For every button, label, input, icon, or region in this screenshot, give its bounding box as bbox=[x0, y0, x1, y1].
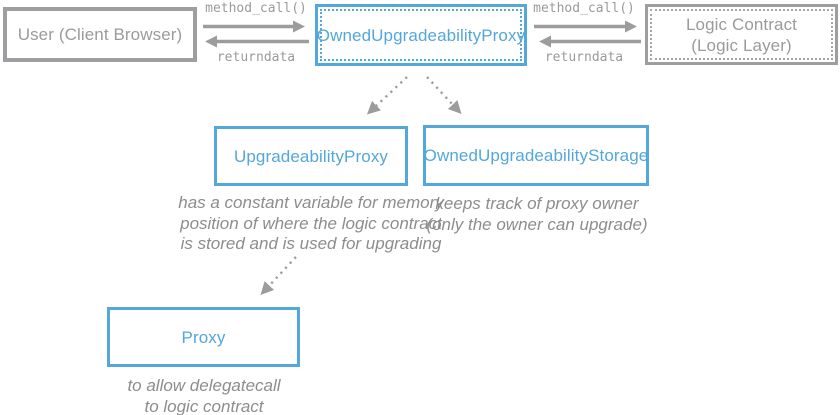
node-owned-storage-label: OwnedUpgradeabilityStorage bbox=[423, 146, 649, 165]
node-owned-proxy-label: OwnedUpgradeabilityProxy bbox=[316, 25, 526, 45]
arrow-owned-proxy-to-owned-storage bbox=[426, 76, 462, 115]
node-upgradeability-proxy-label: UpgradeabilityProxy bbox=[233, 146, 389, 166]
node-logic-contract: Logic Contract (Logic Layer) bbox=[645, 4, 838, 65]
node-proxy: Proxy bbox=[107, 307, 300, 367]
note-upgradeability-proxy: has a constant variable for memory posit… bbox=[178, 193, 444, 253]
node-logic-contract-label: Logic Contract (Logic Layer) bbox=[685, 14, 797, 55]
edge-label-right-method-call: method_call() bbox=[533, 1, 635, 16]
edge-label-left-returndata: returndata bbox=[216, 50, 296, 65]
node-proxy-label: Proxy bbox=[181, 327, 226, 347]
node-owned-upgradeability-proxy: OwnedUpgradeabilityProxy bbox=[315, 4, 527, 66]
arrow-upgradeability-proxy-to-proxy bbox=[260, 256, 297, 296]
note-proxy: to allow delegatecall to logic contract bbox=[127, 376, 281, 415]
node-user-label: User (Client Browser) bbox=[17, 25, 183, 44]
arrow-owned-proxy-to-upgradeability-proxy bbox=[366, 76, 408, 115]
edge-label-right-returndata: returndata bbox=[544, 50, 624, 65]
node-user-client-browser: User (Client Browser) bbox=[3, 7, 197, 62]
node-owned-upgradeability-storage: OwnedUpgradeabilityStorage bbox=[423, 125, 649, 186]
note-owned-storage: keeps track of proxy owner (only the own… bbox=[426, 194, 648, 234]
edge-label-left-method-call: method_call() bbox=[205, 1, 307, 16]
owned-proxy-inner-dotted-border: OwnedUpgradeabilityProxy bbox=[316, 9, 526, 61]
node-upgradeability-proxy: UpgradeabilityProxy bbox=[214, 126, 408, 186]
logic-contract-inner-dotted-border: Logic Contract (Logic Layer) bbox=[650, 9, 833, 60]
